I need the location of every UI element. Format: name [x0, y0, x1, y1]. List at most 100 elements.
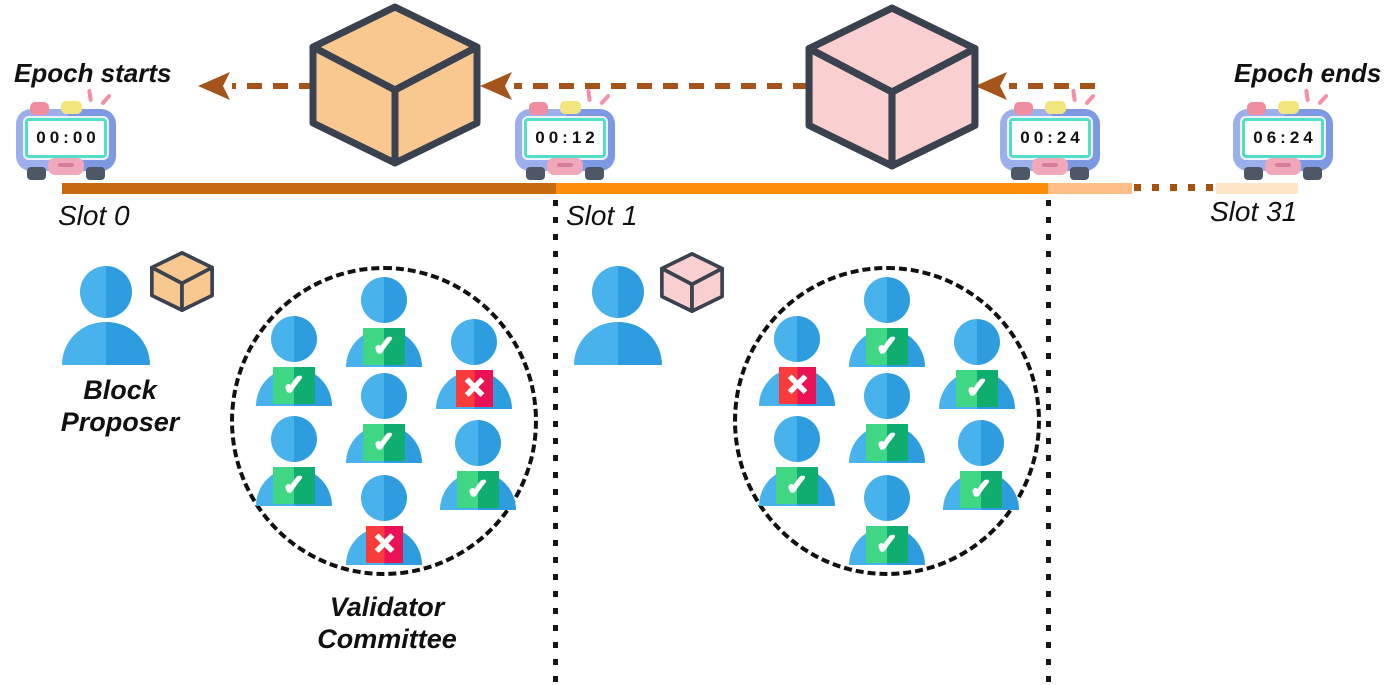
vote-badge-icon: ✕	[366, 526, 403, 563]
clock-foot	[1244, 167, 1263, 180]
person-head	[361, 373, 407, 419]
timeline-segment-slot1	[556, 183, 1048, 194]
clock-snooze	[48, 158, 84, 175]
validator-icon: ✓	[849, 373, 925, 463]
alarm-ring-mark	[1304, 88, 1310, 103]
epoch-ends-label: Epoch ends	[1234, 58, 1382, 88]
slot-0-label: Slot 0	[58, 200, 130, 231]
vote-badge-icon: ✓	[457, 471, 499, 508]
dashed-arrow-icon	[975, 72, 1095, 100]
block-proposer-icon	[62, 266, 150, 365]
vote-badge-icon: ✓	[273, 367, 315, 404]
vote-badge-icon: ✕	[779, 367, 816, 404]
validator-icon: ✓	[849, 475, 925, 565]
person-head	[774, 416, 820, 462]
timeline-ellipsis-dots	[1134, 184, 1222, 191]
alarm-ring-mark	[1317, 93, 1329, 106]
slot-separator-line	[1046, 200, 1051, 685]
alarm-clock-icon: 00:12	[515, 88, 615, 183]
validator-icon: ✓	[939, 319, 1015, 409]
person-head	[592, 266, 644, 318]
validator-icon: ✓	[943, 420, 1019, 510]
vote-badge-icon: ✕	[456, 370, 493, 407]
clock-foot	[1070, 167, 1089, 180]
clock-body: 00:00	[16, 101, 116, 175]
clock-screen: 06:24	[1242, 118, 1324, 158]
person-torso	[62, 322, 150, 365]
clock-time: 00:00	[36, 128, 100, 147]
person-torso	[574, 322, 662, 365]
validator-icon: ✓	[849, 277, 925, 367]
clock-screen: 00:00	[25, 118, 107, 158]
person-head	[455, 420, 501, 466]
alarm-ring-mark	[586, 88, 592, 103]
epoch-starts-label: Epoch starts	[14, 58, 172, 88]
vote-badge-icon: ✓	[273, 467, 315, 504]
clock-foot	[1011, 167, 1030, 180]
alarm-clock-icon: 00:00	[16, 88, 116, 183]
vote-badge-icon: ✓	[363, 328, 405, 365]
validator-icon: ✓	[346, 277, 422, 367]
clock-body: 00:12	[515, 101, 615, 175]
alarm-ring-mark	[1071, 88, 1077, 103]
vote-badge-icon: ✓	[866, 424, 908, 461]
vote-badge-icon: ✓	[866, 526, 908, 563]
person-head	[451, 319, 497, 365]
validator-icon: ✓	[256, 416, 332, 506]
person-head	[864, 475, 910, 521]
clock-button	[30, 102, 49, 115]
alarm-clock-icon: 06:24	[1233, 88, 1333, 183]
alarm-ring-mark	[87, 88, 93, 103]
person-head	[954, 319, 1000, 365]
block-proposer-icon	[574, 266, 662, 365]
clock-foot	[1303, 167, 1322, 180]
person-head	[271, 316, 317, 362]
vote-badge-icon: ✓	[363, 424, 405, 461]
proposed-block-cube-icon	[660, 252, 724, 313]
person-head	[958, 420, 1004, 466]
clock-screen: 00:12	[524, 118, 606, 158]
clock-button	[1247, 102, 1266, 115]
person-head	[774, 316, 820, 362]
clock-button	[560, 101, 581, 114]
proposed-block-cube-icon	[150, 251, 214, 312]
timeline-segment-slot2	[1048, 183, 1132, 194]
validator-icon: ✕	[436, 319, 512, 409]
validator-committee-circle: ✓ ✕ ✓ ✓ ✓ ✓ ✓	[733, 266, 1041, 576]
clock-button	[1014, 102, 1033, 115]
clock-body: 06:24	[1233, 101, 1333, 175]
clock-time: 00:12	[535, 128, 599, 147]
alarm-clock-icon: 00:24	[1000, 88, 1100, 183]
person-head	[864, 277, 910, 323]
slot0-block-cube-icon	[309, 3, 481, 167]
alarm-ring-mark	[1084, 93, 1096, 106]
clock-time: 00:24	[1020, 128, 1084, 147]
person-head	[271, 416, 317, 462]
validator-committee-circle: ✓ ✓ ✕ ✓ ✓ ✓ ✕	[230, 266, 538, 576]
validator-icon: ✕	[759, 316, 835, 406]
person-head	[361, 475, 407, 521]
dashed-arrow-icon	[480, 72, 808, 100]
slot1-block-cube-icon	[805, 4, 979, 170]
clock-button	[1045, 101, 1066, 114]
timeline-segment-slot31	[1216, 183, 1298, 194]
vote-badge-icon: ✓	[866, 328, 908, 365]
person-head	[864, 373, 910, 419]
clock-foot	[27, 167, 46, 180]
timeline-segment-slot0	[62, 183, 556, 194]
clock-button	[1278, 101, 1299, 114]
block-proposer-label: Block Proposer	[60, 375, 180, 437]
person-head	[80, 266, 132, 318]
slot-separator-line	[553, 200, 558, 685]
clock-foot	[526, 167, 545, 180]
validator-icon: ✓	[440, 420, 516, 510]
alarm-ring-mark	[100, 93, 112, 106]
person-head	[361, 277, 407, 323]
clock-foot	[86, 167, 105, 180]
alarm-ring-mark	[599, 93, 611, 106]
validator-icon: ✕	[346, 475, 422, 565]
vote-badge-icon: ✓	[776, 467, 818, 504]
slot-31-label: Slot 31	[1210, 196, 1298, 227]
validator-icon: ✓	[256, 316, 332, 406]
